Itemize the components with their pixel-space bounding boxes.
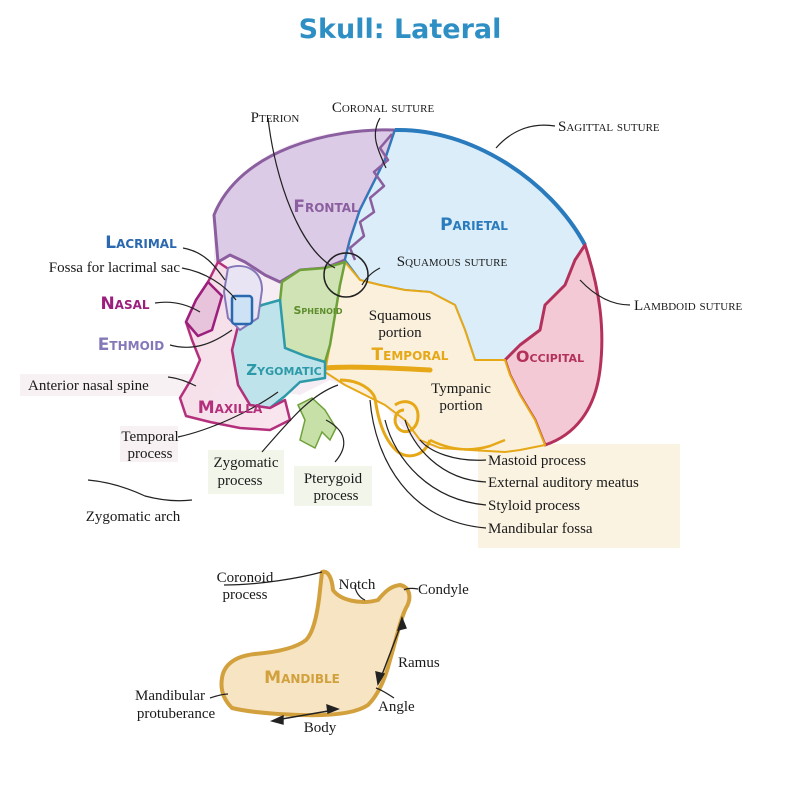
- label-sphenoid: Sphenoid: [293, 304, 342, 317]
- ramus-arrowhead-top: [396, 615, 407, 631]
- leader-coronal: [374, 117, 387, 169]
- label-zygomatic-arch: Zygomatic arch: [86, 509, 181, 525]
- label-mandible: Mandible: [264, 668, 340, 688]
- ramus-arrow: [379, 621, 403, 681]
- leader-lacrimal: [182, 247, 226, 281]
- leader-meatus: [404, 419, 487, 483]
- body-arrowhead-right: [326, 703, 340, 714]
- leader-temporal-process: [177, 391, 279, 438]
- leader-notch: [354, 584, 366, 601]
- label-pterygoid-process-line1: Pterygoid: [304, 471, 363, 487]
- ramus-arrowhead-bottom: [375, 671, 386, 686]
- lacrimal-bone: [230, 294, 254, 326]
- label-squamous-portion-line1: Squamous: [369, 308, 432, 324]
- label-mastoid-process: Mastoid process: [488, 453, 586, 469]
- label-coronoid-process-line2: process: [223, 587, 268, 603]
- label-lacrimal: Lacrimal: [105, 233, 177, 253]
- leader-lines: [87, 117, 631, 699]
- leader-zygomatic-process: [261, 384, 339, 453]
- temporal-bone: [324, 261, 546, 453]
- label-external-auditory-meatus: External auditory meatus: [488, 475, 639, 491]
- label-nasal: Nasal: [100, 294, 149, 314]
- label-ethmoid: Ethmoid: [98, 335, 164, 355]
- leader-styloid: [384, 419, 487, 506]
- label-box-zygomatic-process: [208, 450, 284, 494]
- coronal-suture-line: [348, 133, 393, 261]
- label-body: Body: [304, 720, 337, 736]
- leader-protuberance: [209, 693, 229, 699]
- label-box-pterygoid-process: [294, 466, 372, 506]
- leader-nasal: [154, 301, 201, 313]
- mastoid-outline: [429, 438, 506, 451]
- label-pterion: Pterion: [251, 110, 300, 126]
- external-auditory-meatus-outline: [393, 400, 420, 433]
- label-frontal: Frontal: [293, 197, 359, 217]
- label-box-anterior-nasal-spine: [20, 374, 192, 396]
- label-zygomatic: Zygomatic: [246, 361, 322, 379]
- label-squamous-portion-line2: portion: [378, 325, 422, 341]
- label-sagittal-suture: Sagittal suture: [558, 119, 660, 135]
- label-tympanic-portion-line2: portion: [439, 398, 483, 414]
- label-styloid-process: Styloid process: [488, 498, 580, 514]
- pterygoid-process-shape: [297, 397, 337, 450]
- measure-arrows: [269, 615, 407, 725]
- sagittal-suture-line: [394, 127, 587, 246]
- body-arrow: [275, 709, 335, 721]
- label-pterygoid-process-line2: process: [314, 488, 359, 504]
- leader-angle: [375, 687, 395, 699]
- leader-lambdoid: [579, 279, 631, 306]
- label-occipital: Occipital: [516, 347, 584, 366]
- label-zygomatic-process-line2: process: [218, 473, 263, 489]
- label-temporal-process-line2: process: [128, 446, 173, 462]
- leader-squamous-suture: [361, 267, 381, 286]
- label-coronal-suture: Coronal suture: [332, 100, 435, 116]
- label-ramus: Ramus: [398, 655, 440, 671]
- nasal-bone: [184, 280, 224, 338]
- leader-mastoid: [419, 439, 487, 461]
- mandible-bone: [219, 569, 412, 718]
- label-angle: Angle: [378, 699, 415, 715]
- label-maxilla: Maxilla: [198, 398, 263, 418]
- body-arrowhead-left: [269, 714, 284, 725]
- leader-anterior-nasal-spine: [167, 376, 197, 387]
- mandibular-fossa-outline: [339, 378, 377, 399]
- label-fossa-lacrimal-sac: Fossa for lacrimal sac: [49, 260, 181, 276]
- label-temporal-process-line1: Temporal: [121, 429, 178, 445]
- label-temporal: Temporal: [372, 345, 449, 365]
- leader-ethmoid: [169, 329, 233, 348]
- leader-pterygoid: [325, 419, 345, 463]
- label-zygomatic-process-line1: Zygomatic: [214, 455, 279, 471]
- brace-zygomatic-arch: [87, 479, 193, 502]
- temporal-zygomatic-process: [322, 364, 433, 373]
- label-parietal: Parietal: [440, 215, 508, 235]
- label-squamous-suture: Squamous suture: [397, 254, 508, 270]
- leader-sagittal: [495, 124, 556, 149]
- label-box-temporal-process: [120, 426, 178, 462]
- label-condyle: Condyle: [418, 582, 469, 598]
- leader-fossa-lacrimal: [181, 267, 237, 301]
- leader-pterion: [267, 117, 336, 269]
- label-anterior-nasal-spine: Anterior nasal spine: [28, 378, 149, 394]
- leader-mandibular-fossa: [369, 399, 487, 529]
- label-tympanic-portion-line1: Tympanic: [431, 381, 491, 397]
- label-lambdoid-suture: Lambdoid suture: [634, 298, 743, 314]
- pterion-circle: [323, 252, 369, 298]
- label-mandibular-protuberance-line2: protuberance: [137, 706, 216, 722]
- page-title: Skull: Lateral: [299, 14, 502, 45]
- label-mandibular-fossa: Mandibular fossa: [488, 521, 593, 537]
- label-mandibular-protuberance-line1: Mandibular: [135, 688, 205, 704]
- label-notch: Notch: [339, 577, 376, 593]
- leader-coronoid: [223, 571, 323, 586]
- leader-condyle: [403, 587, 419, 591]
- label-box-temporal-features: [478, 444, 680, 548]
- label-coronoid-process-line1: Coronoid: [217, 570, 274, 586]
